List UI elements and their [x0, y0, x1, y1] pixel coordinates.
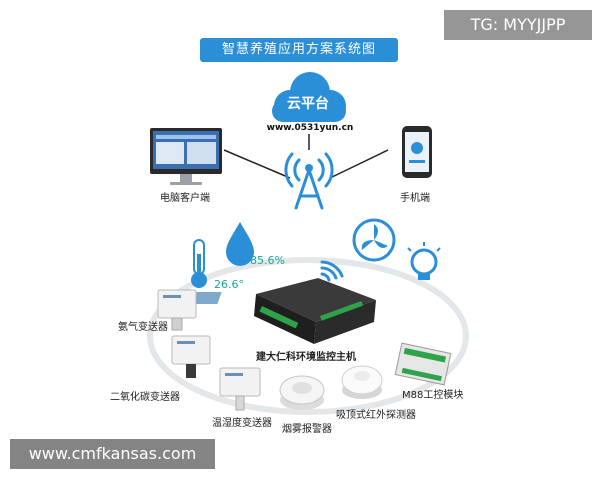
label-infrared: 吸顶式红外探测器 — [336, 410, 416, 421]
link-phone-tower — [329, 149, 389, 179]
infrared-detector-device — [341, 365, 383, 399]
cloud-icon — [272, 72, 346, 122]
tower-top-icon — [305, 164, 313, 172]
signal-tower-icon — [284, 152, 334, 210]
label-host: 建大仁科环境监控主机 — [256, 352, 356, 363]
label-pc-client: 电脑客户端 — [160, 193, 210, 204]
thermometer-icon — [191, 239, 207, 288]
smoke-detector-device — [279, 375, 325, 410]
m88-module-device — [394, 342, 452, 386]
ammonia-sensor-device — [157, 289, 197, 331]
network-loop — [147, 257, 469, 415]
wifi-icon — [320, 260, 344, 282]
diagram-title: 智慧养殖应用方案系统图 — [200, 38, 398, 62]
temp-humidity-sensor-device — [219, 367, 261, 411]
label-smoke: 烟雾报警器 — [282, 424, 332, 435]
label-phone: 手机端 — [400, 193, 430, 204]
temperature-reading: 26.6° — [214, 278, 244, 291]
watermark-bottom: www.cmfkansas.com — [10, 439, 215, 469]
cloud-label: 云平台 — [287, 96, 329, 112]
label-m88: M88工控模块 — [402, 390, 464, 401]
watermark-top: TG: MYYJJPP — [444, 10, 592, 40]
humidity-reading: 85.6% — [250, 254, 285, 267]
label-co2: 二氧化碳变送器 — [110, 392, 180, 403]
water-drop-icon — [226, 222, 254, 266]
label-ammonia: 氨气变送器 — [118, 322, 168, 333]
cloud-url: www.0531yun.cn — [266, 123, 354, 133]
light-bulb-icon — [407, 242, 441, 280]
co2-sensor-device — [171, 335, 211, 378]
phone-icon — [402, 126, 432, 178]
host-controller-device — [189, 278, 376, 344]
label-temp-humidity: 温湿度变送器 — [212, 418, 272, 429]
link-pc-tower — [223, 149, 291, 179]
fan-icon — [352, 218, 396, 262]
pc-monitor-icon — [150, 128, 222, 185]
